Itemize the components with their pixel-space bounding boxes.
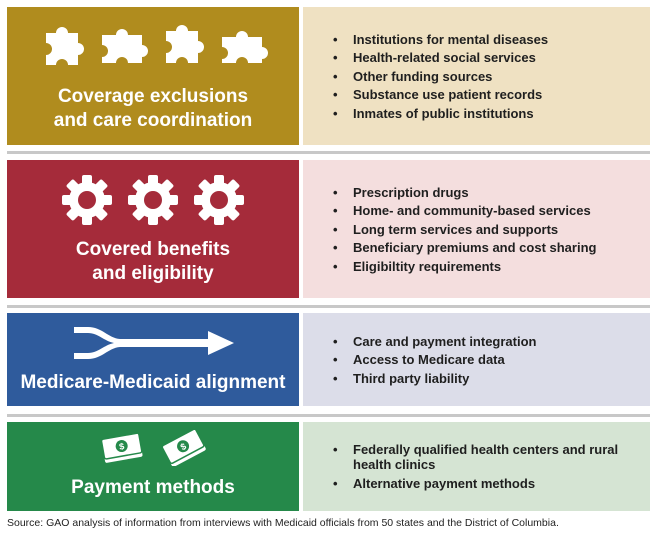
section-medicare-medicaid: Medicare-Medicaid alignment Care and pay… <box>7 313 650 406</box>
svg-text:$: $ <box>179 441 188 452</box>
list-item: Third party liability <box>333 371 650 386</box>
list-item: Institutions for mental diseases <box>333 32 650 47</box>
section-items-panel: Federally qualified health centers and r… <box>303 422 650 511</box>
section-header-panel: $ $ Payment methods <box>7 422 299 511</box>
gear-icon <box>128 175 178 225</box>
gear-icon <box>194 175 244 225</box>
section-title-line: Covered benefits <box>75 239 231 260</box>
item-list: Prescription drugs Home- and community-b… <box>333 181 650 277</box>
list-item: Prescription drugs <box>333 185 650 200</box>
puzzle-piece-icon <box>46 27 84 65</box>
puzzle-piece-icon <box>166 25 204 63</box>
list-item: Inmates of public institutions <box>333 106 650 121</box>
list-item: Long term services and supports <box>333 222 650 237</box>
section-divider <box>7 414 650 417</box>
section-title-line: Payment methods <box>71 477 235 498</box>
section-title-line: and eligibility <box>92 263 214 284</box>
section-header-panel: Medicare-Medicaid alignment <box>7 313 299 406</box>
list-item: Health-related social services <box>333 50 650 65</box>
section-coverage-exclusions: Coverage exclusions and care coordinatio… <box>7 7 650 145</box>
item-list: Federally qualified health centers and r… <box>333 439 650 495</box>
section-divider <box>7 305 650 308</box>
dollar-bill-icon: $ <box>161 430 206 466</box>
section-title-line: and care coordination <box>53 110 253 131</box>
dollar-bill-icon: $ <box>100 432 143 463</box>
list-item: Substance use patient records <box>333 87 650 102</box>
section-covered-benefits: Covered benefits and eligibility Prescri… <box>7 160 650 298</box>
item-list: Care and payment integration Access to M… <box>333 330 650 389</box>
source-note: Source: GAO analysis of information from… <box>7 517 559 529</box>
dollar-bill-icons: $ $ <box>7 430 299 466</box>
section-items-panel: Prescription drugs Home- and community-b… <box>303 160 650 298</box>
section-items-panel: Institutions for mental diseases Health-… <box>303 7 650 145</box>
merge-arrow-icon <box>74 327 234 359</box>
section-header-panel: Coverage exclusions and care coordinatio… <box>7 7 299 145</box>
list-item: Home- and community-based services <box>333 203 650 218</box>
gear-icon <box>62 175 112 225</box>
section-title-line: Coverage exclusions <box>57 86 249 107</box>
gear-icons <box>7 174 299 226</box>
svg-text:$: $ <box>118 441 125 452</box>
list-item: Access to Medicare data <box>333 352 650 367</box>
list-item: Care and payment integration <box>333 334 650 349</box>
section-title: Payment methods <box>7 476 299 500</box>
section-divider <box>7 151 650 154</box>
list-item: Other funding sources <box>333 69 650 84</box>
section-title: Medicare-Medicaid alignment <box>7 371 299 395</box>
list-item: Beneficiary premiums and cost sharing <box>333 240 650 255</box>
list-item: Eligibiltity requirements <box>333 259 650 274</box>
section-title: Covered benefits and eligibility <box>7 238 299 286</box>
section-items-panel: Care and payment integration Access to M… <box>303 313 650 406</box>
list-item: Alternative payment methods <box>333 476 650 491</box>
section-title: Coverage exclusions and care coordinatio… <box>7 85 299 133</box>
puzzle-icons <box>7 21 299 71</box>
item-list: Institutions for mental diseases Health-… <box>333 28 650 124</box>
list-item: Federally qualified health centers and r… <box>333 442 650 472</box>
puzzle-piece-icon <box>102 29 148 63</box>
puzzle-piece-icon <box>222 31 268 63</box>
section-title-line: Medicare-Medicaid alignment <box>20 372 286 393</box>
merge-arrow-container <box>7 325 299 361</box>
section-header-panel: Covered benefits and eligibility <box>7 160 299 298</box>
section-payment-methods: $ $ Payment methods Federally qualified … <box>7 422 650 511</box>
